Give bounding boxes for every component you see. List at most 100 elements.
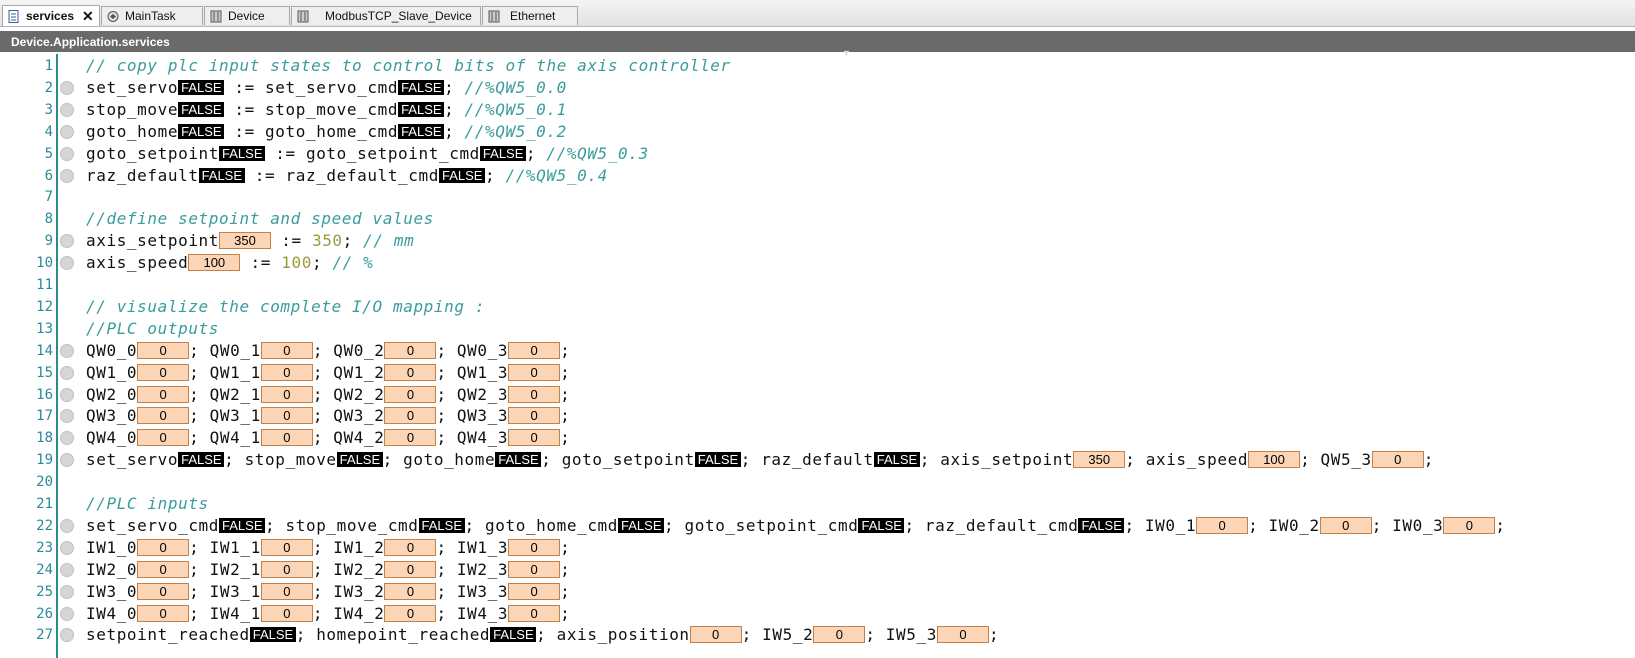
breakpoint-marker-icon[interactable] [60, 102, 74, 117]
inline-monitor-value[interactable]: 0 [137, 385, 190, 403]
inline-monitor-value[interactable]: 0 [813, 626, 866, 644]
code-line[interactable]: 1// copy plc input states to control bit… [0, 55, 1635, 77]
inline-monitor-value[interactable]: 0 [260, 407, 313, 425]
close-icon[interactable]: ✕ [82, 7, 94, 24]
inline-bool-value[interactable]: FALSE [439, 167, 485, 183]
inline-monitor-value[interactable]: 0 [260, 538, 313, 556]
breakpoint-marker-icon[interactable] [60, 453, 74, 468]
inline-monitor-value[interactable]: 0 [936, 626, 989, 644]
breakpoint-marker-icon[interactable] [60, 540, 74, 555]
splitter-handle-icon[interactable]: ▼ [842, 48, 851, 58]
breakpoint-marker-icon[interactable] [60, 409, 74, 424]
breakpoint-marker-icon[interactable] [60, 124, 74, 139]
inline-monitor-value[interactable]: 0 [137, 363, 190, 381]
inline-bool-value[interactable]: FALSE [479, 145, 526, 161]
inline-monitor-value[interactable]: 0 [508, 407, 561, 425]
code-line[interactable]: 13//PLC outputs [0, 318, 1635, 340]
inline-monitor-value[interactable]: 0 [260, 582, 313, 600]
breakpoint-marker-icon[interactable] [60, 584, 74, 599]
tab-services[interactable]: services ✕ [2, 5, 100, 26]
inline-bool-value[interactable]: FALSE [398, 123, 445, 139]
inline-monitor-value[interactable]: 0 [384, 604, 437, 622]
inline-monitor-value[interactable]: 100 [1248, 451, 1301, 469]
inline-monitor-value[interactable]: 0 [689, 626, 742, 644]
inline-bool-value[interactable]: FALSE [398, 101, 445, 117]
breakpoint-marker-icon[interactable] [60, 365, 74, 380]
inline-bool-value[interactable]: FALSE [198, 167, 245, 183]
inline-monitor-value[interactable]: 0 [137, 604, 190, 622]
inline-monitor-value[interactable]: 0 [384, 341, 437, 359]
inline-monitor-value[interactable]: 0 [508, 363, 561, 381]
inline-monitor-value[interactable]: 0 [508, 429, 561, 447]
code-line[interactable]: 12// visualize the complete I/O mapping … [0, 296, 1635, 318]
tab-modbustcp-slave-device[interactable]: ModbusTCP_Slave_Device [291, 6, 481, 25]
inline-monitor-value[interactable]: 0 [260, 385, 313, 403]
inline-monitor-value[interactable]: 0 [137, 560, 190, 578]
inline-monitor-value[interactable]: 0 [384, 385, 437, 403]
inline-monitor-value[interactable]: 0 [260, 429, 313, 447]
inline-monitor-value[interactable]: 0 [508, 560, 561, 578]
breakpoint-marker-icon[interactable] [60, 562, 74, 577]
inline-bool-value[interactable]: FALSE [249, 627, 296, 643]
breakpoint-marker-icon[interactable] [60, 518, 74, 533]
inline-monitor-value[interactable]: 0 [137, 582, 190, 600]
inline-monitor-value[interactable]: 0 [384, 407, 437, 425]
inline-monitor-value[interactable]: 0 [137, 538, 190, 556]
inline-monitor-value[interactable]: 0 [384, 429, 437, 447]
inline-monitor-value[interactable]: 0 [508, 604, 561, 622]
inline-bool-value[interactable]: FALSE [178, 79, 225, 95]
breakpoint-marker-icon[interactable] [60, 387, 74, 402]
tab-maintask[interactable]: MainTask [101, 6, 203, 25]
tab-device[interactable]: Device [204, 6, 290, 25]
breakpoint-marker-icon[interactable] [60, 628, 74, 643]
inline-monitor-value[interactable]: 100 [188, 254, 241, 272]
inline-monitor-value[interactable]: 0 [508, 538, 561, 556]
inline-monitor-value[interactable]: 0 [1196, 516, 1249, 534]
code-line[interactable]: 11 [0, 274, 1635, 296]
breakpoint-marker-icon[interactable] [60, 606, 74, 621]
inline-monitor-value[interactable]: 0 [137, 407, 190, 425]
inline-bool-value[interactable]: FALSE [694, 452, 741, 468]
code-line[interactable]: 7 [0, 186, 1635, 208]
code-line[interactable]: 20 [0, 471, 1635, 493]
inline-monitor-value[interactable]: 0 [508, 385, 561, 403]
inline-monitor-value[interactable]: 0 [137, 429, 190, 447]
inline-bool-value[interactable]: FALSE [618, 517, 665, 533]
inline-bool-value[interactable]: FALSE [178, 452, 225, 468]
code-line[interactable]: 8//define setpoint and speed values [0, 208, 1635, 230]
inline-bool-value[interactable]: FALSE [336, 452, 383, 468]
inline-bool-value[interactable]: FALSE [219, 517, 266, 533]
inline-bool-value[interactable]: FALSE [418, 517, 465, 533]
tab-ethernet[interactable]: Ethernet [482, 6, 578, 25]
breakpoint-marker-icon[interactable] [60, 234, 74, 249]
inline-bool-value[interactable]: FALSE [490, 627, 537, 643]
breakpoint-marker-icon[interactable] [60, 431, 74, 446]
breakpoint-marker-icon[interactable] [60, 80, 74, 95]
inline-monitor-value[interactable]: 0 [384, 560, 437, 578]
breakpoint-marker-icon[interactable] [60, 168, 74, 183]
inline-monitor-value[interactable]: 0 [508, 341, 561, 359]
inline-monitor-value[interactable]: 0 [384, 363, 437, 381]
breakpoint-marker-icon[interactable] [60, 343, 74, 358]
inline-monitor-value[interactable]: 0 [1319, 516, 1372, 534]
inline-monitor-value[interactable]: 0 [384, 538, 437, 556]
inline-monitor-value[interactable]: 0 [384, 582, 437, 600]
inline-monitor-value[interactable]: 0 [1443, 516, 1496, 534]
inline-monitor-value[interactable]: 0 [508, 582, 561, 600]
inline-monitor-value[interactable]: 0 [1371, 451, 1424, 469]
code-editor[interactable]: 1// copy plc input states to control bit… [0, 54, 1635, 658]
